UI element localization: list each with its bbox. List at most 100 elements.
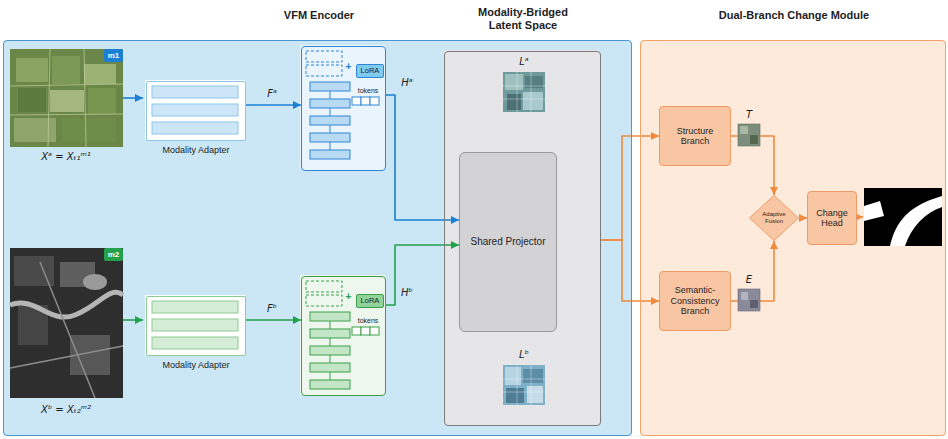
connector-arrow: [799, 217, 807, 219]
latent-cell: [527, 386, 543, 403]
token-cell: [352, 327, 361, 335]
semantic-map: [738, 289, 760, 311]
input-arrow: [123, 319, 143, 321]
encoder-panel: VFM EncoderModality AdaptertokensLoRAMod…: [3, 40, 632, 436]
adapter-layer: [152, 301, 238, 313]
map-cell: [750, 300, 758, 308]
encoder-fill: [300, 275, 385, 395]
token-cell: [361, 97, 370, 105]
encoder-layer: [310, 312, 350, 321]
encoder-layer: [310, 150, 350, 159]
encoder-layer: [310, 99, 350, 108]
encoder-layer: [310, 133, 350, 142]
connector-arrow: [601, 240, 659, 301]
latent-cell: [505, 74, 523, 90]
latent-cell: [507, 94, 521, 110]
latent-cell: [506, 388, 524, 403]
edge-symbol: Hᵃ: [399, 77, 415, 89]
token-cell: [370, 97, 379, 105]
field-patch: [18, 88, 46, 112]
field-border: [10, 49, 123, 147]
box-label: Structure Branch: [663, 126, 727, 147]
box-label: Semantic-Consistency Branch: [663, 285, 727, 316]
lora-box: LoRA: [356, 64, 384, 78]
panel-title: Modality-Bridged Latent Space: [463, 6, 583, 31]
encoder-layer: [310, 82, 350, 91]
encoder-layer: [310, 116, 350, 125]
plus-sign: +: [343, 291, 354, 303]
adapter-layer: [152, 319, 238, 331]
connector-arrow: [386, 245, 459, 305]
field-patch: [52, 56, 80, 84]
latent-space-fill: [443, 50, 600, 425]
edge-symbol: Hᵇ: [399, 287, 415, 299]
lora-label: LoRA: [361, 297, 380, 306]
edge-symbol: Fᵃ: [262, 88, 282, 100]
mask-ground: [864, 188, 942, 246]
token-cell: [370, 327, 379, 335]
frozen-block: [306, 295, 342, 306]
encoder-panel-fill: [3, 40, 632, 436]
token-cell: [352, 97, 361, 105]
encoder-inner: [300, 45, 385, 395]
connector-arrow: [246, 319, 301, 321]
road: [10, 262, 123, 398]
lora-box: LoRA: [356, 294, 384, 308]
field-patch: [88, 88, 116, 114]
modality-badge-label: m1: [104, 49, 123, 62]
lora-label: LoRA: [361, 67, 380, 76]
modality-badge-label: m2: [104, 248, 123, 261]
input-symbol: Xᵇ = Xₜ₂ᵐ²: [6, 404, 126, 416]
latent-map: [503, 365, 545, 405]
encoder-layer: [310, 380, 350, 389]
change-panel: Dual-Branch Change ModuleStructure Branc…: [640, 40, 946, 436]
connector-arrow: [386, 95, 459, 220]
adapter-layer: [152, 86, 238, 98]
adapter-fill: [145, 295, 245, 355]
diamond-label: Adaptive Fusion: [755, 211, 793, 225]
latent-space-box: Modality-Bridged Latent SpaceShared Proj…: [444, 51, 601, 426]
diamond-shape: [750, 196, 799, 241]
panel-title: Dual-Branch Change Module: [694, 9, 894, 22]
token-cell: [361, 327, 370, 335]
feature-symbol: E: [739, 274, 759, 286]
image-patch: [83, 274, 107, 290]
adapter-layer: [152, 122, 238, 134]
projector-box: Shared Projector: [459, 152, 557, 332]
image-ground: [10, 49, 123, 147]
field-patch: [14, 118, 56, 142]
modality-badge: [104, 248, 123, 261]
frozen-block: [306, 65, 342, 76]
frozen-block: [306, 281, 342, 292]
plus-sign: +: [343, 61, 354, 73]
tokens-label: tokens: [352, 87, 384, 95]
structure-map: [738, 124, 760, 146]
edge-symbol: Fᵇ: [262, 303, 282, 315]
box-label: Modality Adapter: [147, 145, 245, 155]
box-label: Modality Adapter: [147, 360, 245, 370]
modality-badge: [104, 49, 123, 62]
encoder-box: tokens LoRA: [301, 276, 386, 396]
adapter-box: Modality Adapter: [146, 81, 246, 141]
river: [10, 292, 123, 317]
latent-cell: [523, 92, 543, 110]
frozen-block: [306, 51, 342, 62]
encoder-layer: [310, 329, 350, 338]
adapter-layer: [152, 337, 238, 349]
field-patch: [50, 90, 84, 112]
map-cell: [740, 126, 748, 134]
mask-region: [864, 201, 884, 221]
image-ground: [10, 248, 123, 398]
mask-region: [890, 196, 942, 246]
adapter-fill: [145, 80, 245, 140]
adapter-inner: [145, 80, 245, 355]
box-label: Shared Projector: [470, 236, 545, 248]
connector-arrow: [601, 136, 659, 240]
branch-box: Semantic-Consistency Branch: [659, 271, 731, 331]
tokens-label: tokens: [352, 317, 384, 325]
field-patch: [84, 64, 116, 84]
input-arrow: [123, 97, 143, 99]
box-label: Change Head: [811, 208, 853, 229]
feature-symbol: T: [739, 109, 759, 121]
